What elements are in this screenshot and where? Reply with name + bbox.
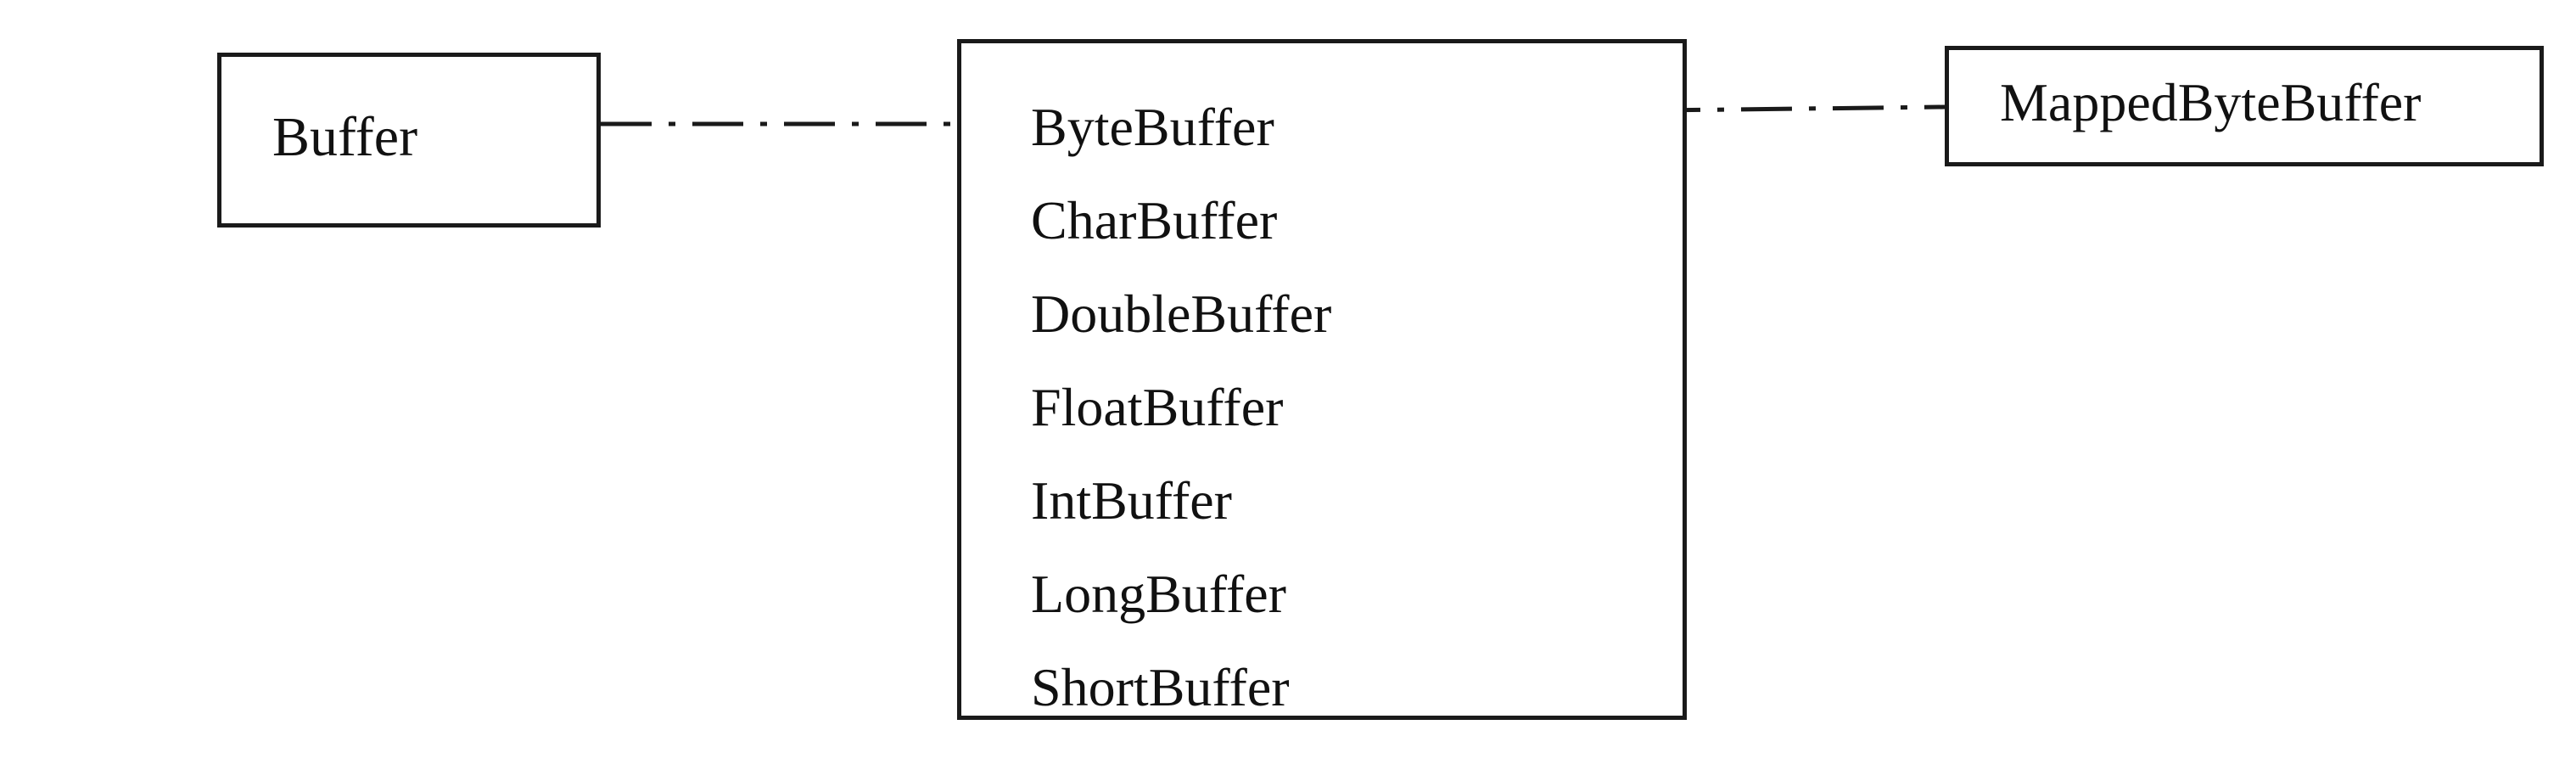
subclass-bytebuffer: ByteBuffer	[1031, 97, 1274, 157]
subclass-charbuffer: CharBuffer	[1031, 190, 1278, 250]
buffer-class-box: Buffer	[217, 53, 601, 228]
subclass-intbuffer: IntBuffer	[1031, 470, 1232, 531]
buffer-subclass-list: ByteBuffer CharBuffer DoubleBuffer Float…	[1031, 81, 1331, 734]
subclass-floatbuffer: FloatBuffer	[1031, 377, 1284, 437]
subclass-shortbuffer: ShortBuffer	[1031, 657, 1290, 717]
mappedbytebuffer-class-box: MappedByteBuffer	[1945, 46, 2544, 166]
subclass-doublebuffer: DoubleBuffer	[1031, 284, 1332, 344]
mappedbytebuffer-class-label: MappedByteBuffer	[2000, 72, 2422, 132]
buffer-class-label: Buffer	[272, 106, 418, 168]
buffer-subclasses-box: ByteBuffer CharBuffer DoubleBuffer Float…	[957, 39, 1687, 720]
subclass-longbuffer: LongBuffer	[1031, 564, 1286, 624]
